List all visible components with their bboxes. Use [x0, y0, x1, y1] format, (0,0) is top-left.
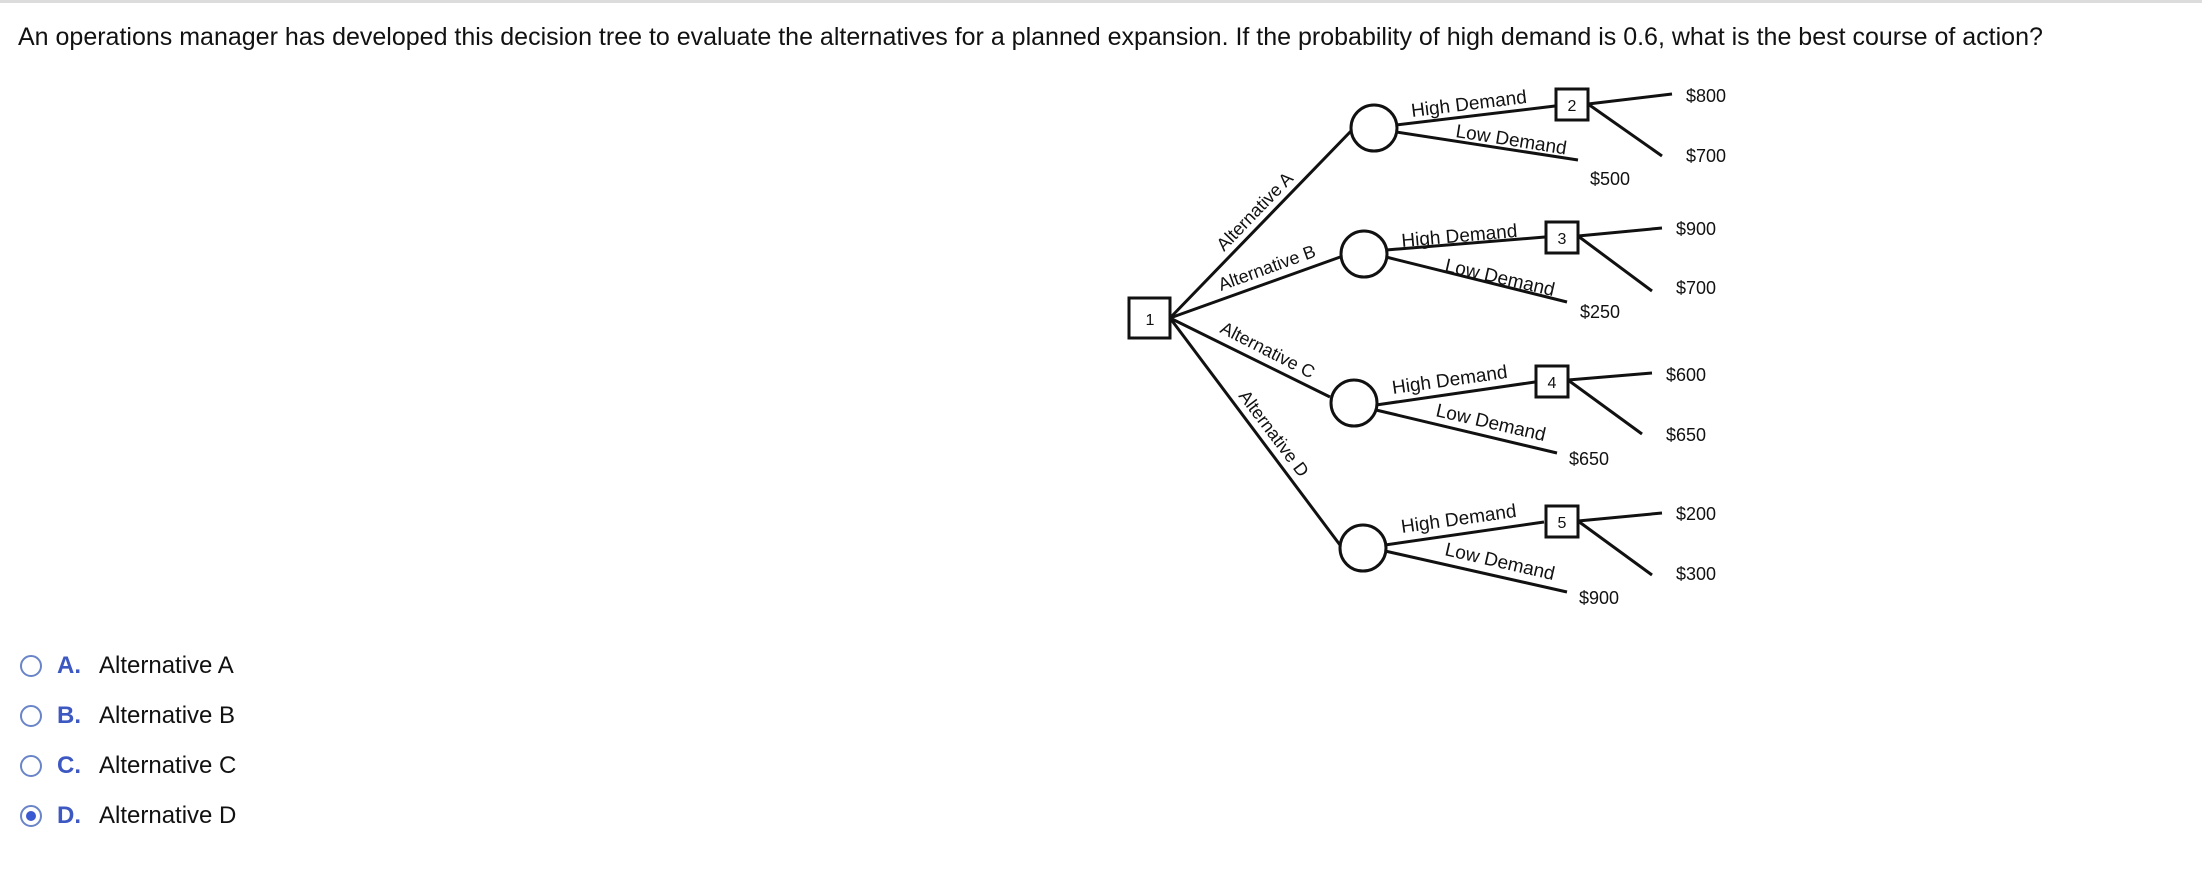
alternative-d-label: Alternative D — [1235, 386, 1313, 480]
option-b[interactable]: B. Alternative B — [20, 691, 236, 741]
node-3-bottom-payoff: $700 — [1676, 278, 1716, 298]
root-node-label: 1 — [1146, 312, 1155, 329]
c-low-demand-label: Low Demand — [1434, 400, 1548, 446]
radio-c[interactable] — [20, 755, 42, 777]
chance-node-d — [1338, 523, 1388, 573]
branch-c-low — [1375, 408, 1558, 455]
node-4-bottom-payoff: $650 — [1666, 425, 1706, 445]
node-3-top-payoff: $900 — [1676, 219, 1716, 239]
b-high-demand-label: High Demand — [1401, 221, 1519, 252]
branch-alternative-c — [1169, 316, 1331, 399]
node-2-top-payoff: $800 — [1686, 86, 1726, 106]
root-decision-node — [1127, 296, 1172, 340]
decision-node-2-label: 2 — [1568, 98, 1577, 115]
option-a[interactable]: A. Alternative A — [20, 641, 236, 691]
branch-4-top — [1567, 371, 1653, 382]
branch-c-high — [1375, 380, 1536, 407]
branch-3-top — [1577, 226, 1663, 238]
chance-node-c — [1329, 378, 1379, 428]
decision-node-4-label: 4 — [1548, 375, 1557, 392]
chance-node-b — [1339, 229, 1389, 279]
radio-b[interactable] — [20, 705, 42, 727]
option-d[interactable]: D. Alternative D — [20, 791, 236, 841]
option-b-text[interactable]: Alternative B — [99, 702, 236, 729]
decision-node-2 — [1554, 87, 1590, 122]
branch-3-bottom — [1577, 234, 1653, 293]
option-c-letter: C. — [57, 752, 81, 779]
branch-b-low — [1385, 255, 1568, 304]
branch-a-low — [1395, 130, 1579, 162]
option-c-text[interactable]: Alternative C — [99, 752, 237, 779]
a-low-demand-label: Low Demand — [1454, 121, 1568, 159]
option-a-letter: A. — [57, 652, 81, 679]
decision-node-3 — [1544, 220, 1580, 255]
d-low-payoff: $900 — [1579, 588, 1619, 608]
branch-alternative-d — [1168, 317, 1342, 546]
branch-b-high — [1385, 235, 1546, 252]
branch-5-top — [1577, 511, 1663, 523]
decision-node-5-label: 5 — [1558, 515, 1567, 532]
b-low-payoff: $250 — [1580, 302, 1620, 322]
branch-4-bottom — [1567, 378, 1643, 436]
c-low-payoff: $650 — [1569, 449, 1609, 469]
node-5-top-payoff: $200 — [1676, 504, 1716, 524]
decision-node-4 — [1534, 364, 1570, 399]
radio-d[interactable] — [20, 805, 42, 827]
top-divider — [0, 0, 2202, 3]
node-2-bottom-payoff: $700 — [1686, 146, 1726, 166]
alternative-a-label: Alternative A — [1212, 168, 1297, 255]
branch-2-top — [1587, 92, 1673, 106]
decision-node-3-label: 3 — [1558, 231, 1567, 248]
option-b-letter: B. — [57, 702, 81, 729]
answer-options: A. Alternative A B. Alternative B C. Alt… — [20, 641, 236, 841]
option-a-text[interactable]: Alternative A — [99, 652, 234, 679]
node-5-bottom-payoff: $300 — [1676, 564, 1716, 584]
branch-5-bottom — [1577, 519, 1653, 577]
b-low-demand-label: Low Demand — [1443, 255, 1557, 301]
node-4-top-payoff: $600 — [1666, 365, 1706, 385]
chance-node-a — [1349, 103, 1399, 153]
branch-alternative-a — [1168, 128, 1354, 320]
option-c[interactable]: C. Alternative C — [20, 741, 236, 791]
radio-a[interactable] — [20, 655, 42, 677]
decision-node-5 — [1544, 504, 1580, 539]
branch-alternative-b — [1169, 254, 1344, 320]
a-low-payoff: $500 — [1590, 169, 1630, 189]
option-d-text[interactable]: Alternative D — [99, 802, 237, 829]
branch-d-high — [1384, 520, 1545, 547]
branch-a-high — [1395, 104, 1556, 127]
d-high-demand-label: High Demand — [1400, 501, 1518, 538]
question-text: An operations manager has developed this… — [18, 23, 2043, 51]
branch-d-low — [1384, 549, 1568, 594]
branch-2-bottom — [1587, 102, 1663, 158]
option-d-letter: D. — [57, 802, 81, 829]
